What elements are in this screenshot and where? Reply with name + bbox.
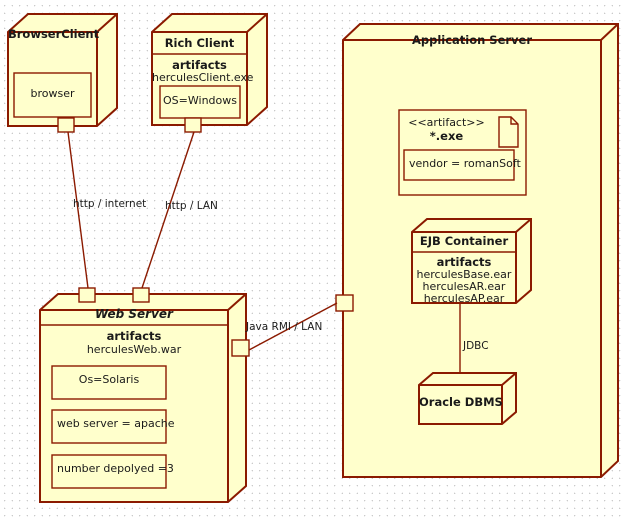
port-application-server-rmi[interactable] [335,294,354,312]
port-web-server-lan[interactable] [132,287,150,303]
web-server-artifact-0: herculesWeb.war [86,343,182,356]
connector-label-java-rmi-lan: Java RMI / LAN [246,321,323,333]
node-browser-client[interactable] [7,13,118,127]
rich-client-artifact-0: herculesClient.exe [152,71,254,84]
web-server-property-2: number depolyed =3 [57,462,174,475]
ejb-container-artifact-0: herculesBase.ear [416,268,512,281]
exe-artifact-stereotype: <<artifact>> [408,116,485,129]
connector-label-http-internet: http / internet [73,198,147,210]
exe-artifact-property: vendor = romanSoft [409,157,521,170]
web-server-property-0: Os=Solaris [78,373,140,386]
ejb-container-artifact-1: herculesAR.ear [422,280,506,293]
artifact-exe[interactable] [398,109,527,196]
web-server-title: Web Server [95,307,173,321]
connector-rich-to-web[interactable] [141,131,195,289]
document-icon [498,116,519,148]
ejb-container-artifacts-header: artifacts [436,255,492,269]
port-browser-client[interactable] [57,117,75,133]
connector-label-http-lan: http / LAN [165,200,218,212]
node-ejb-container[interactable] [411,218,532,304]
port-rich-client[interactable] [184,117,202,133]
node-oracle-dbms[interactable] [418,372,517,425]
rich-client-title: Rich Client [164,36,235,50]
browser-client-property: browser [30,87,75,100]
ejb-container-title: EJB Container [419,234,509,248]
node-rich-client[interactable] [151,13,268,126]
port-web-server-rmi[interactable] [231,339,250,357]
connector-label-jdbc: JDBC [463,340,489,352]
node-web-server[interactable] [39,293,247,503]
web-server-property-1: web server = apache [57,417,175,430]
ejb-container-artifact-2: herculesAP.ear [423,292,505,305]
web-server-artifacts-header: artifacts [106,329,162,343]
exe-artifact-name: *.exe [429,129,464,143]
connector-web-to-app[interactable] [248,302,338,351]
rich-client-artifacts-header: artifacts [172,58,227,72]
application-server-title: Application Server [411,33,533,47]
port-web-server-internet[interactable] [78,287,96,303]
rich-client-property: OS=Windows [163,94,237,107]
browser-client-title: BrowserClient [8,27,100,41]
oracle-dbms-title: Oracle DBMS [419,395,503,409]
connector-browser-to-web[interactable] [67,131,89,289]
